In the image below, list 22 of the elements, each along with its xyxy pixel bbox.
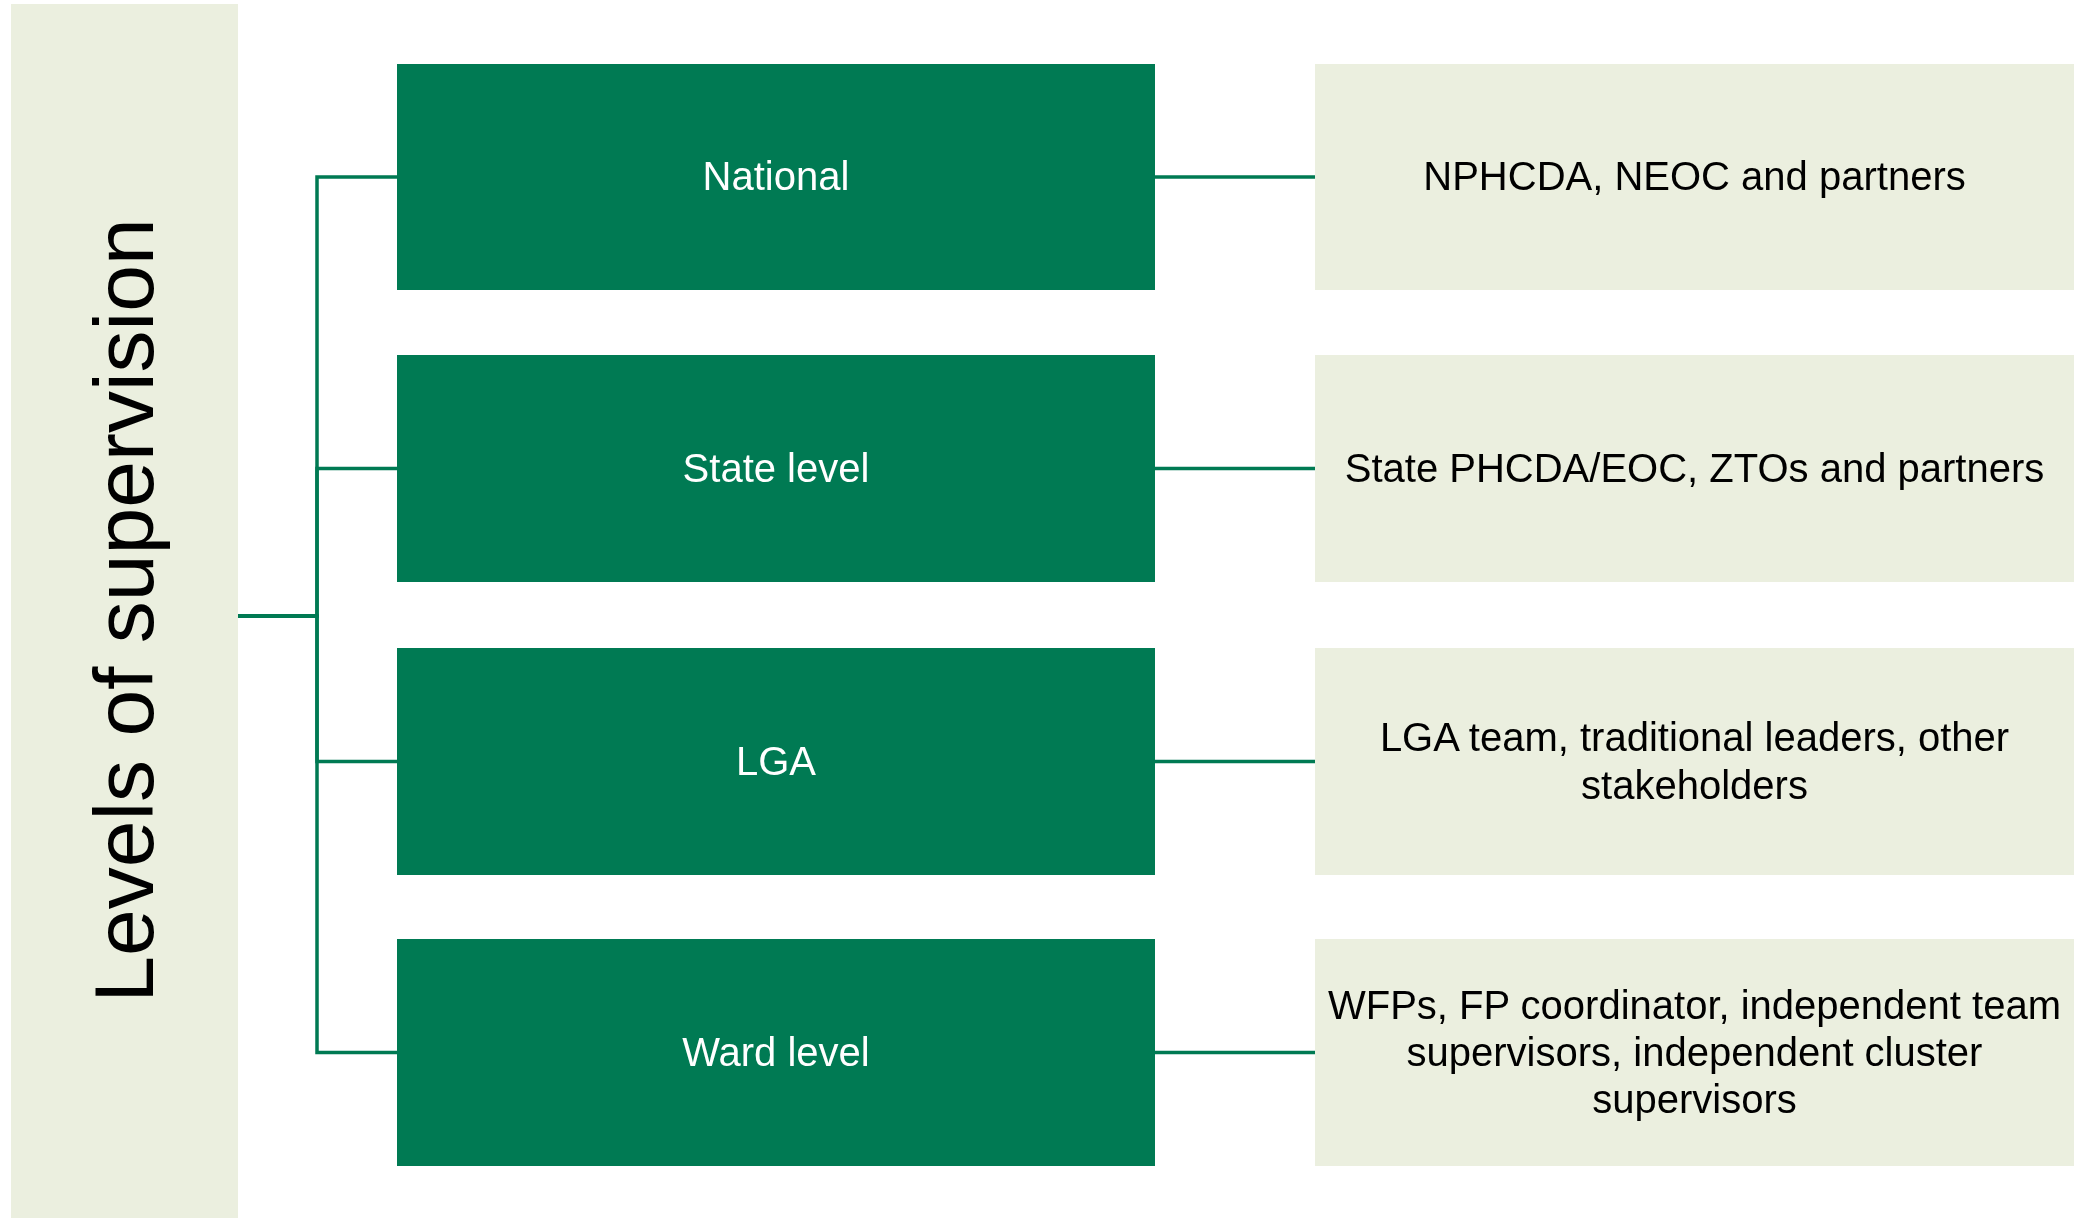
level-box: [397, 355, 1155, 582]
box-label: NPHCDA, NEOC and partners: [1422, 153, 1967, 201]
stakeholder-box: [1315, 355, 2074, 582]
level-box: [397, 939, 1155, 1166]
box-label: National: [701, 153, 851, 201]
box-label: LGA: [734, 737, 817, 785]
stakeholder-box: [1315, 64, 2074, 290]
title-band: [11, 4, 238, 1218]
connector-line: [1155, 175, 1315, 179]
connector-line: [1155, 759, 1315, 764]
stakeholder-box: [1315, 939, 2074, 1166]
box-label: WFPs, FP coordinator, independent team supervisors, independent cluster supervisors: [1327, 981, 2062, 1124]
box-label: Ward level: [681, 1028, 871, 1076]
box-label: LGA team, traditional leaders, other stakeholders: [1378, 714, 2011, 809]
connector-line: [1155, 1050, 1315, 1055]
stakeholder-box: [1315, 648, 2074, 875]
box-label: State PHCDA/EOC, ZTOs and partners: [1343, 444, 2046, 492]
vertical-title: Levels of supervision: [75, 217, 172, 1006]
level-box: [397, 648, 1155, 875]
box-label: State level: [681, 444, 871, 492]
level-box: [397, 64, 1155, 290]
connector-line: [1155, 466, 1315, 471]
